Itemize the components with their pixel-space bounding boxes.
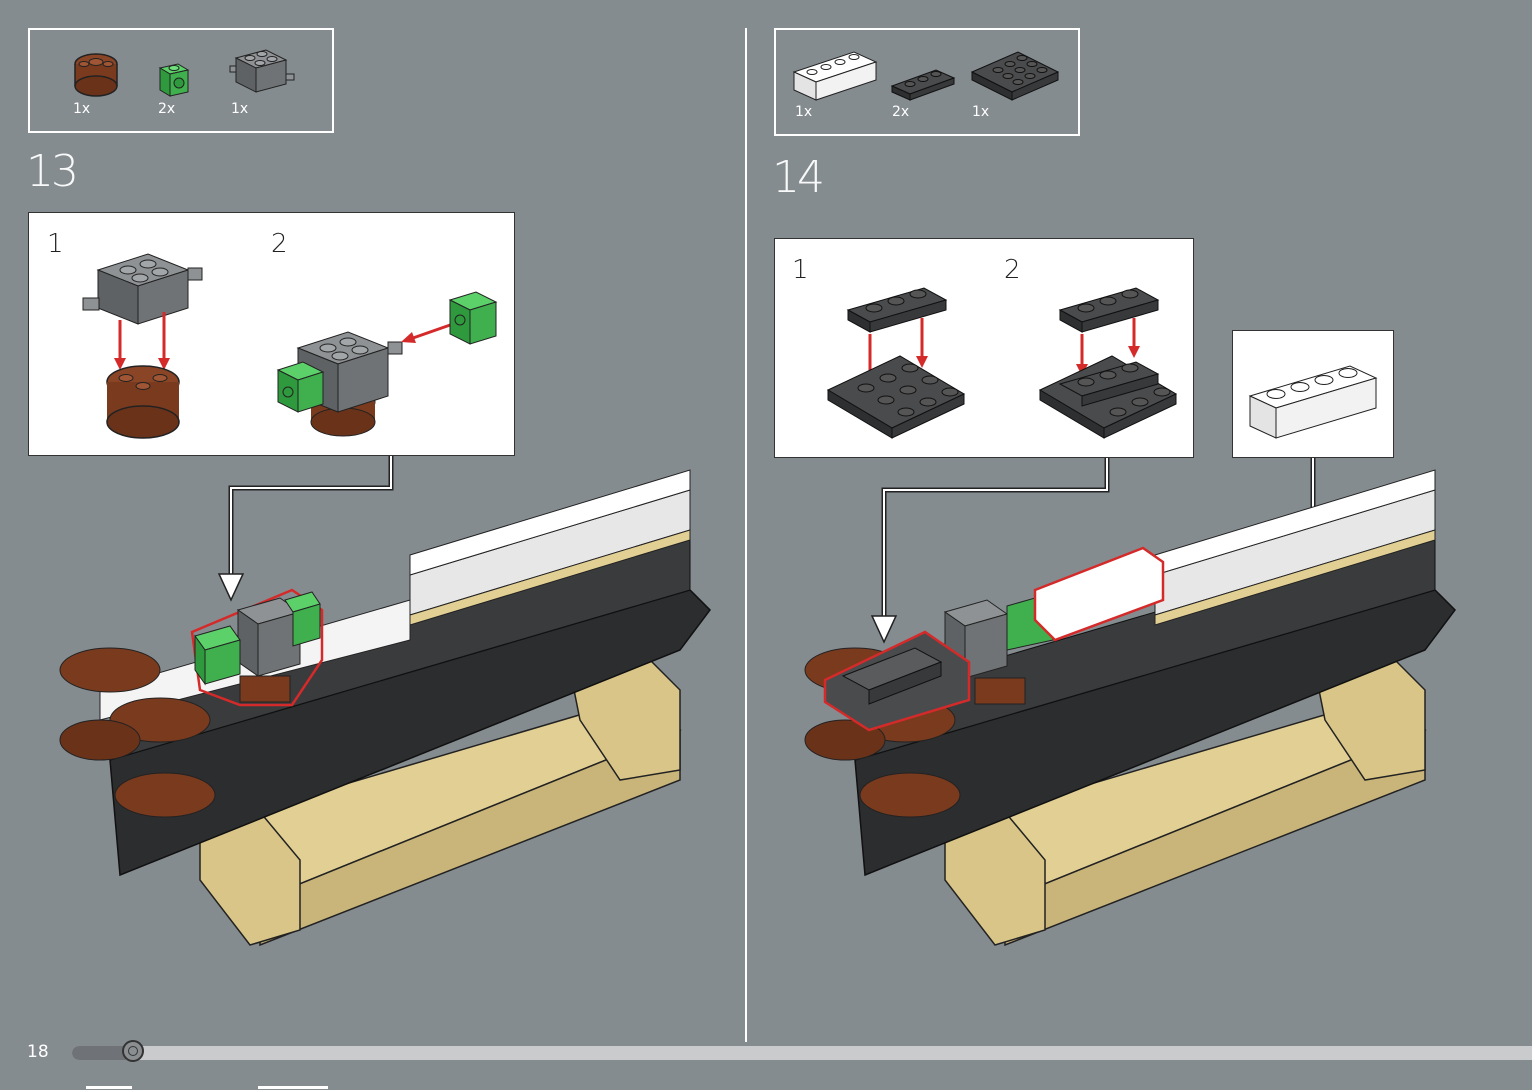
progress-knob[interactable] <box>122 1040 144 1062</box>
footer-tab-1 <box>86 1086 132 1089</box>
page-number: 18 <box>27 1042 49 1062</box>
ship-model-step-14 <box>745 0 1532 1090</box>
progress-fill <box>72 1046 126 1060</box>
footer-tab-2 <box>258 1086 328 1089</box>
progress-track <box>72 1046 1532 1060</box>
